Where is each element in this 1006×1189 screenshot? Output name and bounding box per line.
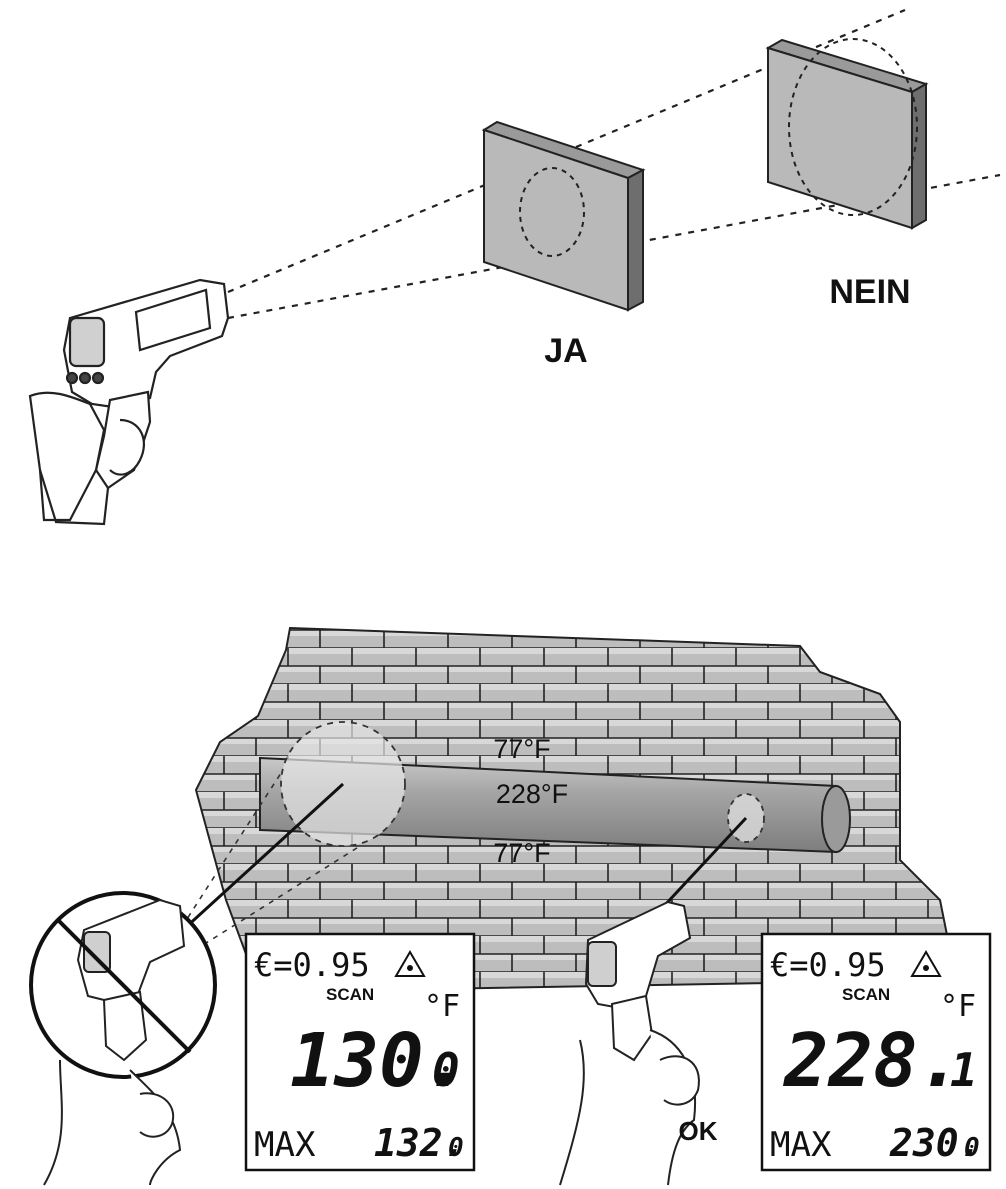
scan-mode-label: SCAN [842, 985, 890, 1004]
temperature-reading-decimal: 1 [950, 1043, 978, 1097]
wall-temp-upper: 77°F [493, 734, 550, 764]
scan-mode-label: SCAN [326, 985, 374, 1004]
max-label: MAX [770, 1125, 832, 1165]
measurement-spot-small [519, 167, 585, 257]
label-no: NEIN [829, 273, 910, 311]
bottom-panel: 77°F 228°F 77°F [29, 626, 992, 1186]
pipe-temp: 228°F [496, 779, 568, 809]
emissivity-readout: €=0.95 [254, 946, 370, 984]
max-label: MAX [254, 1125, 316, 1165]
temperature-reading-decimal: 0 [432, 1043, 460, 1097]
measurement-spot-large [788, 38, 918, 216]
max-value: 230. [889, 1121, 982, 1165]
infrared-thermometer-icon [28, 278, 230, 526]
lcd-display-left: €=0.95 SCAN °F 130. 0 MAX 132. 0 [244, 932, 476, 1172]
near-target-plate [481, 120, 646, 312]
infrared-thermometer-icon-correct [559, 900, 700, 1186]
hand-icon-left [43, 1059, 182, 1186]
unit-label: °F [424, 989, 460, 1024]
max-value: 132. [374, 1121, 466, 1165]
label-yes: JA [544, 332, 587, 370]
lcd-display-right: €=0.95 SCAN °F 228. 1 MAX 230. 0 [760, 932, 992, 1172]
max-value-decimal: 0 [964, 1133, 980, 1163]
max-value-decimal: 0 [448, 1133, 464, 1163]
temperature-reading: 228. [782, 1018, 962, 1104]
laser-line-correct [662, 816, 748, 908]
laser-warning-icon [394, 950, 426, 977]
emissivity-readout: €=0.95 [770, 946, 886, 984]
wall-temp-lower: 77°F [493, 838, 550, 868]
top-panel: JA NEIN [28, 8, 1001, 526]
laser-warning-icon [910, 950, 942, 977]
far-target-plate [765, 38, 929, 230]
prohibited-icon [29, 891, 217, 1079]
ok-label: OK [679, 1116, 718, 1146]
unit-label: °F [940, 989, 976, 1024]
temperature-reading: 130. [290, 1018, 468, 1104]
